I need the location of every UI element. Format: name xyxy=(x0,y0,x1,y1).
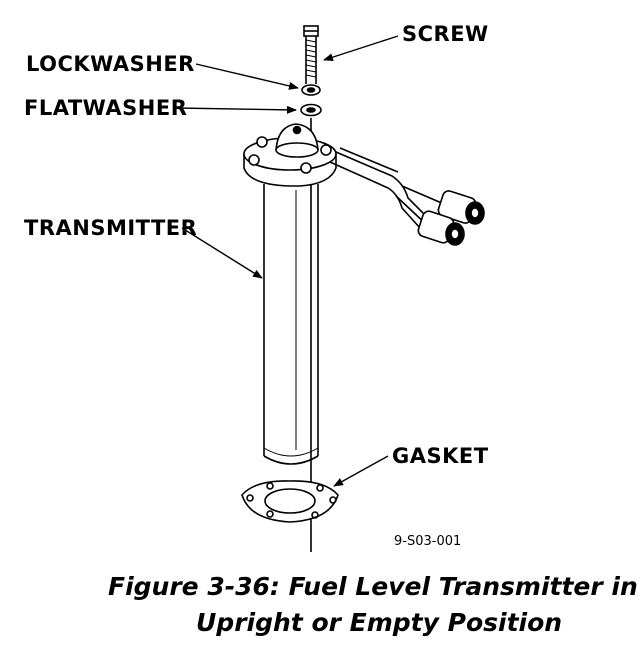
gasket-leader xyxy=(333,455,389,487)
figure-caption-line-2: Upright or Empty Position xyxy=(196,608,563,637)
leader-lines xyxy=(175,35,399,487)
transmitter-label: TRANSMITTER xyxy=(24,216,198,240)
wire-harness xyxy=(329,147,485,246)
lockwasher-label: LOCKWASHER xyxy=(26,52,195,76)
gasket-label: GASKET xyxy=(392,444,489,468)
screw-part xyxy=(303,25,319,84)
lockwasher-leader xyxy=(195,63,299,90)
screw-label: SCREW xyxy=(402,22,489,46)
screw-leader xyxy=(323,35,399,62)
transmitter-leader xyxy=(181,227,263,279)
lockwasher-part xyxy=(301,84,321,96)
flatwasher-label: FLATWASHER xyxy=(24,96,188,120)
gasket-part xyxy=(241,480,339,523)
figure-reference-number: 9-S03-001 xyxy=(394,534,462,549)
transmitter-flange xyxy=(243,123,337,187)
flatwasher-leader xyxy=(175,105,297,114)
figure-caption-line-1: Figure 3-36: Fuel Level Transmitter in xyxy=(108,572,638,601)
flatwasher-part xyxy=(300,103,322,117)
transmitter-tube xyxy=(263,184,319,465)
